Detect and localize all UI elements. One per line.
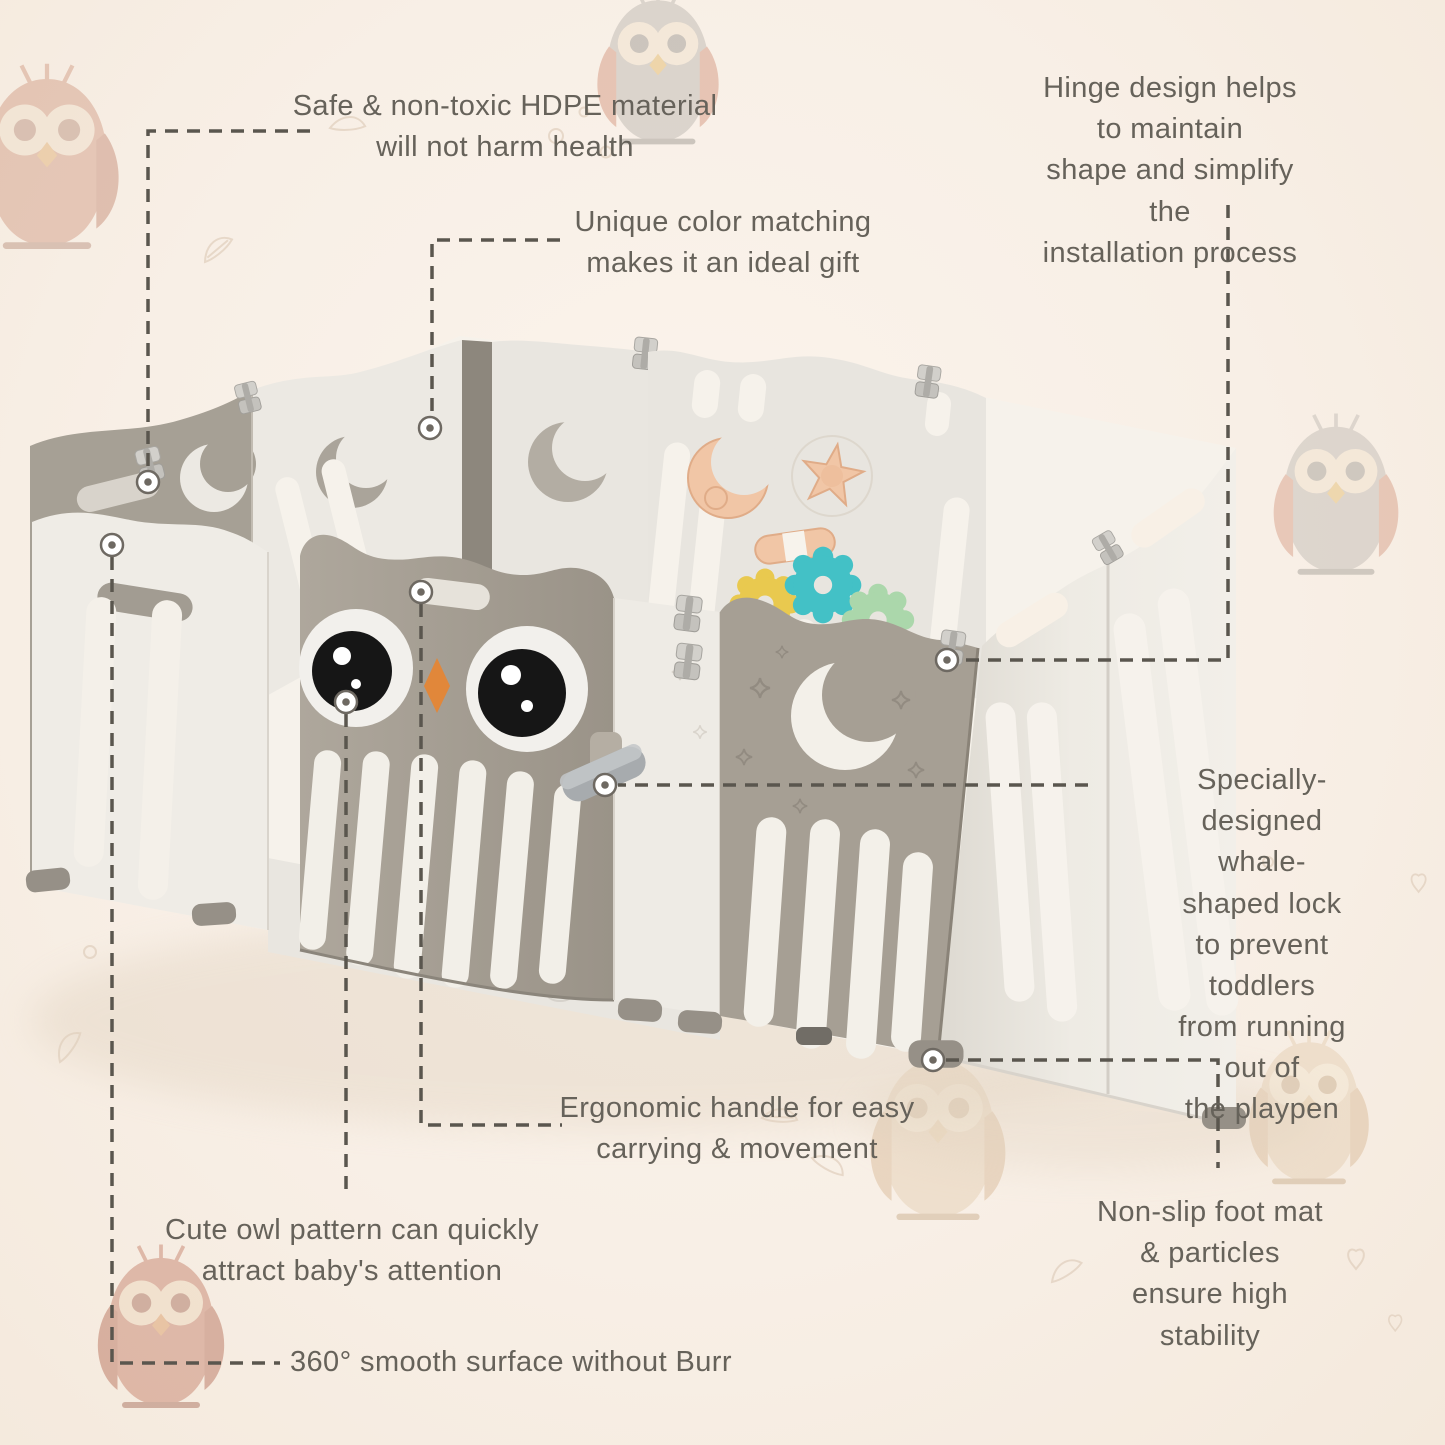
callout-marker — [135, 469, 161, 495]
star-toy — [791, 435, 873, 517]
callout-marker — [99, 532, 125, 558]
callout-leader-lines — [99, 129, 1230, 1365]
foot-pads — [24, 866, 1246, 1129]
moon-panel — [720, 597, 980, 1059]
callout-marker — [592, 772, 618, 798]
annotation-surface: 360° smooth surface without Burr — [290, 1346, 732, 1378]
playpen-right-wall — [937, 448, 1239, 1128]
owl-eye-right — [466, 626, 588, 752]
owl-eye-left — [299, 609, 413, 727]
owl-watermark — [0, 63, 119, 250]
callout-marker — [417, 415, 443, 441]
leader-foot-mat — [946, 1058, 1220, 1168]
leader-surface — [110, 557, 280, 1365]
leader-gift — [430, 238, 560, 416]
callout-marker — [408, 579, 434, 605]
heart-doodles — [1347, 873, 1427, 1333]
annotation-hinge: Hinge design helps to maintain shape and… — [1042, 72, 1298, 269]
playpen-front-wall — [24, 512, 1246, 1129]
door-frame-panel — [613, 594, 721, 1016]
owl-watermark — [1273, 413, 1399, 575]
front-left-panel — [32, 512, 269, 930]
annotation-handle: Ergonomic handle for easy carrying & mov… — [559, 1092, 915, 1166]
owl-beak — [424, 658, 450, 713]
playpen-illustration — [24, 336, 1320, 1170]
annotation-material: Safe & non-toxic HDPE material will not … — [292, 90, 718, 164]
callout-marker — [934, 647, 960, 673]
background-watermarks — [0, 0, 1427, 1408]
callout-marker — [920, 1047, 946, 1073]
moon-toy — [687, 429, 777, 519]
annotation-gift: Unique color matching makes it an ideal … — [574, 206, 872, 280]
annotation-owl-pattern: Cute owl pattern can quickly attract bab… — [165, 1214, 539, 1288]
hinge-icon — [914, 363, 943, 400]
annotation-foot-mat: Non-slip foot mat & particles ensure hig… — [1097, 1196, 1323, 1352]
callout-marker — [333, 689, 359, 715]
leader-material — [146, 129, 310, 470]
door-carry-handle — [414, 577, 490, 611]
bubble-doodles — [83, 106, 1274, 959]
annotation-lock: Specially-designed whale-shaped lock to … — [1178, 764, 1346, 1126]
